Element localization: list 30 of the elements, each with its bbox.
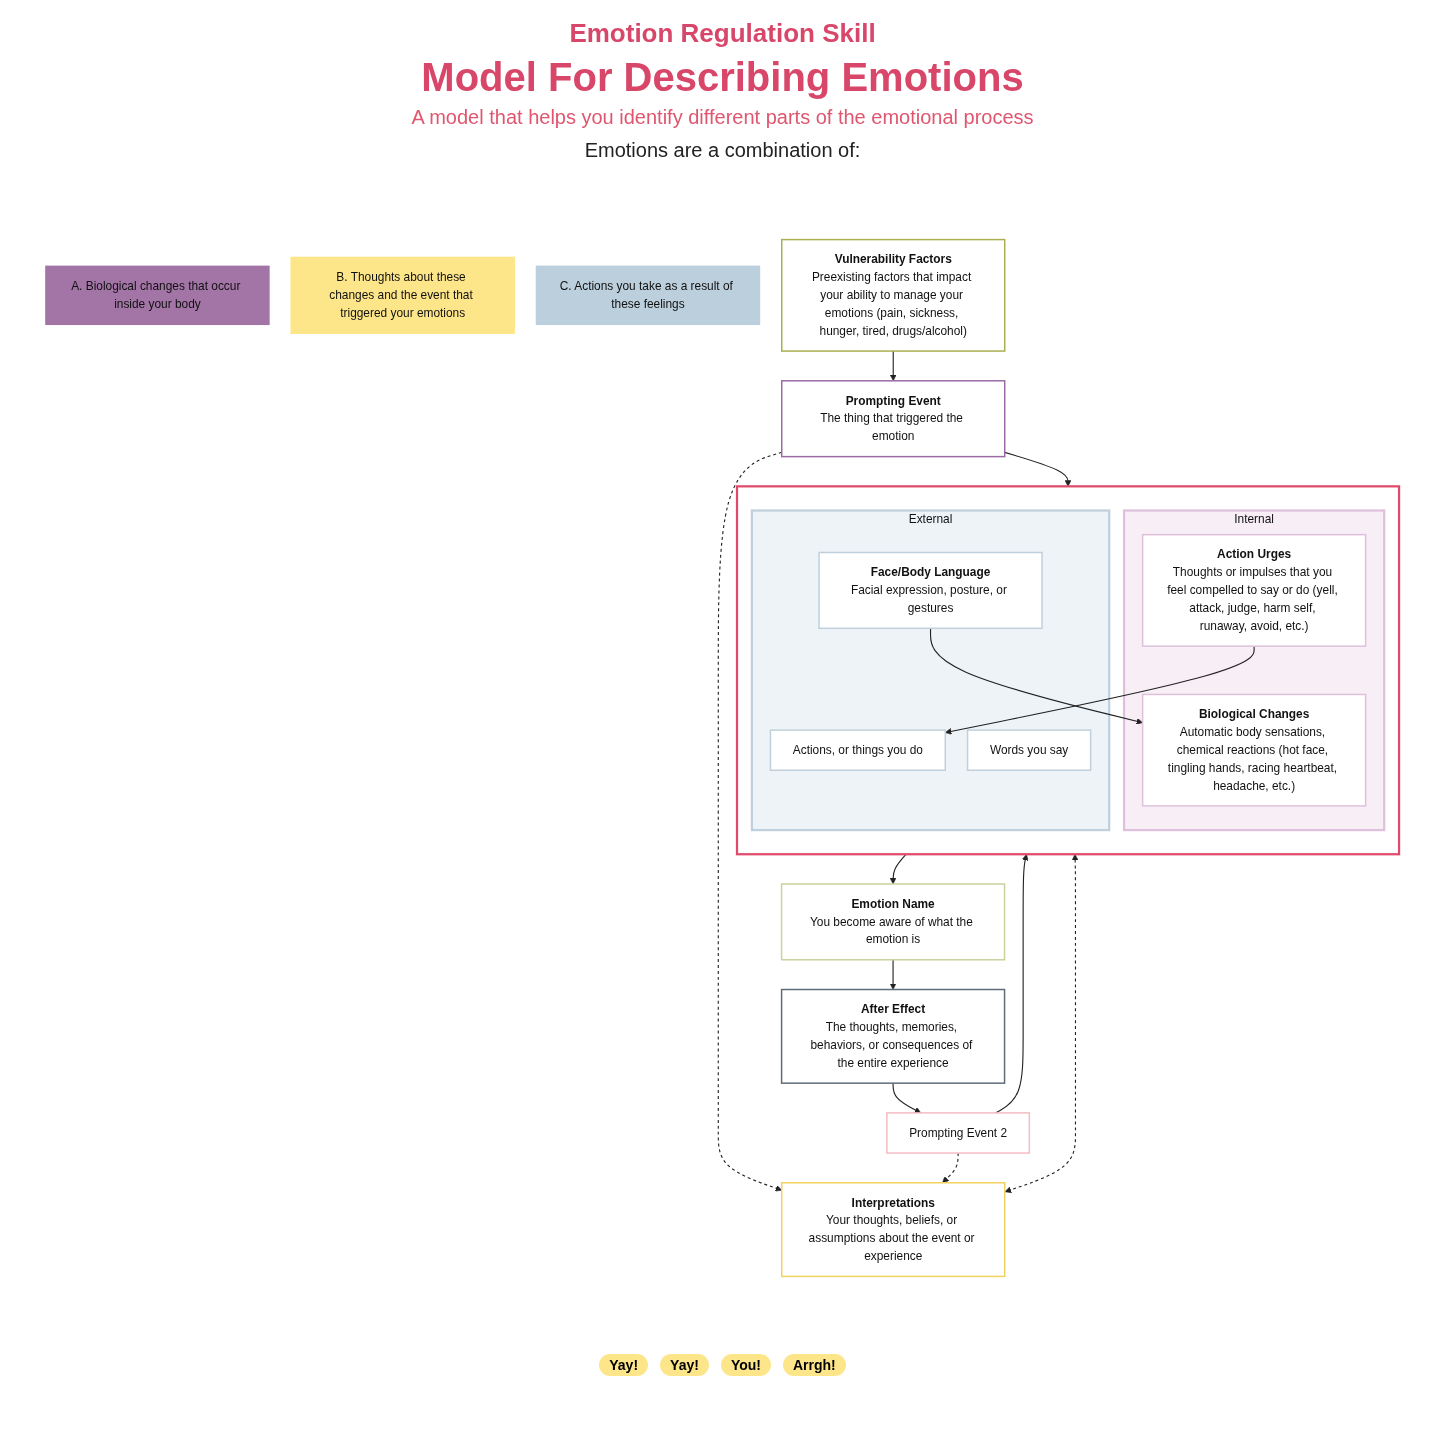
node-box: Prompting Event The thing that triggered the emotion [781,380,1006,458]
speech-bubble: Yay! [660,1354,709,1376]
arrow [1004,451,1072,487]
speech-bubble: Arrgh! [782,1354,846,1376]
node-box: Emotion Name You become aware of what the emotion is [780,883,1006,961]
node-box: Words you say [966,729,1092,771]
node-box: B. Thoughts about these changes and the event that triggered your emotions [290,256,515,334]
section-heading: Emotions are a combination of: [584,139,861,162]
subtitle-heading: Emotion Regulation Skill [569,18,876,49]
cluster [735,485,1401,856]
arrow [942,1152,959,1184]
node-box: Interpretations Your thoughts, beliefs, or assumptions about the event or experience [781,1182,1006,1278]
node-box: Action Urges Thoughts or impulses that you feel compelled to say or do (yell, attack, judge, harm self, runaway, avoid, etc.) [1141,533,1367,647]
node-box: After Effect The thoughts, memories, behaviors, or consequences of the entire experience [780,988,1006,1084]
subtitle: A model that helps you identify different parts of the emotional process [411,106,1034,129]
speech-bubble: You! [720,1354,771,1376]
arrow [889,959,897,990]
node-box: Prompting Event 2 [886,1112,1031,1154]
node-box: Face/Body Language Facial expression, posture, or gestures [818,551,1043,630]
arrow [892,1082,922,1114]
arrow [889,350,897,382]
node-box: Vulnerability Factors Preexisting factors that impact your ability to manage your emotions (pain, sickness, hunger, tired, drugs/alcohol) [781,238,1006,352]
node-box: C. Actions you take as a result of these feelings [535,265,761,326]
arrow [945,645,1255,735]
title: Model For Describing Emotions [421,55,1024,100]
node-box: Biological Changes Automatic body sensations, chemical reactions (hot face, tingling hands, racing heartbeat, headache, etc.) [1141,693,1367,807]
node-box: Actions, or things you do [769,729,947,771]
speech-bubble: Yay! [599,1354,649,1376]
arrow [930,627,1143,725]
node-box: A. Biological changes that occur inside your body [45,265,270,326]
